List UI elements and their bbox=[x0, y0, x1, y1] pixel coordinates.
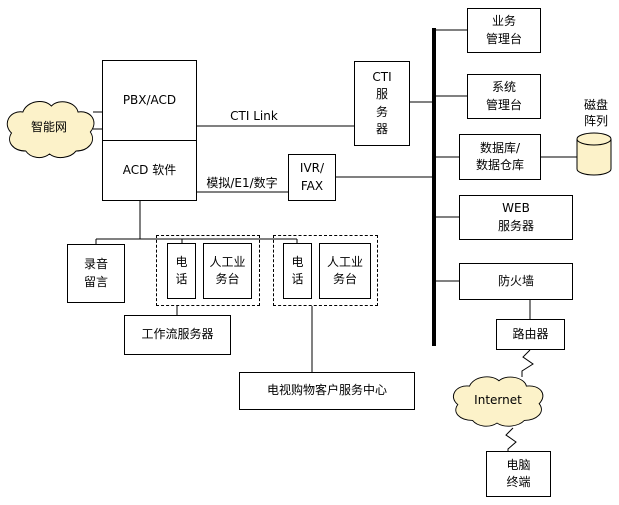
node-web-server: WEB 服务器 bbox=[459, 195, 573, 240]
node-pbx-acd: PBX/ACD bbox=[102, 60, 197, 141]
analog-e1-digital-label: 模拟/E1/数字 bbox=[206, 175, 278, 190]
node-agent-desk-1: 人工业 务台 bbox=[203, 243, 252, 299]
cti-link-label: CTI Link bbox=[230, 108, 278, 123]
node-phone-1: 电 话 bbox=[167, 243, 196, 299]
disk-array-label: 磁盘 阵列 bbox=[583, 97, 608, 128]
node-ivr-fax: IVR/ FAX bbox=[288, 154, 336, 201]
node-system-console: 系统 管理台 bbox=[467, 74, 541, 119]
node-tv-shopping-center: 电视购物客户服务中心 bbox=[239, 372, 415, 410]
intelligent-network-label: 智能网 bbox=[30, 119, 67, 134]
node-database: 数据库/ 数据仓库 bbox=[459, 134, 541, 180]
router-internet-zigzag bbox=[521, 349, 534, 377]
acd-branch-lines bbox=[95, 201, 298, 244]
agent-group-1-outline bbox=[156, 235, 260, 306]
node-acd-software: ACD 软件 bbox=[102, 140, 197, 201]
node-router: 路由器 bbox=[496, 319, 565, 350]
node-phone-2: 电 话 bbox=[283, 243, 312, 299]
node-recording-message: 录音 留言 bbox=[67, 244, 125, 303]
node-pc-terminal: 电脑 终端 bbox=[486, 451, 551, 497]
node-cti-server: CTI 服 务 器 bbox=[354, 61, 410, 146]
node-firewall: 防火墙 bbox=[459, 263, 573, 300]
internet-terminal-zigzag bbox=[505, 427, 517, 451]
cloud-pbx-connectors bbox=[93, 111, 102, 130]
node-agent-desk-2: 人工业 务台 bbox=[319, 243, 371, 299]
intelligent-network-cloud bbox=[6, 100, 95, 159]
node-workflow-server: 工作流服务器 bbox=[124, 315, 231, 355]
agent-group-2-outline bbox=[273, 235, 378, 306]
internet-label: Internet bbox=[474, 392, 522, 407]
node-business-console: 业务 管理台 bbox=[467, 8, 541, 53]
internet-cloud bbox=[453, 376, 544, 427]
disk-array-cylinder bbox=[576, 132, 612, 176]
